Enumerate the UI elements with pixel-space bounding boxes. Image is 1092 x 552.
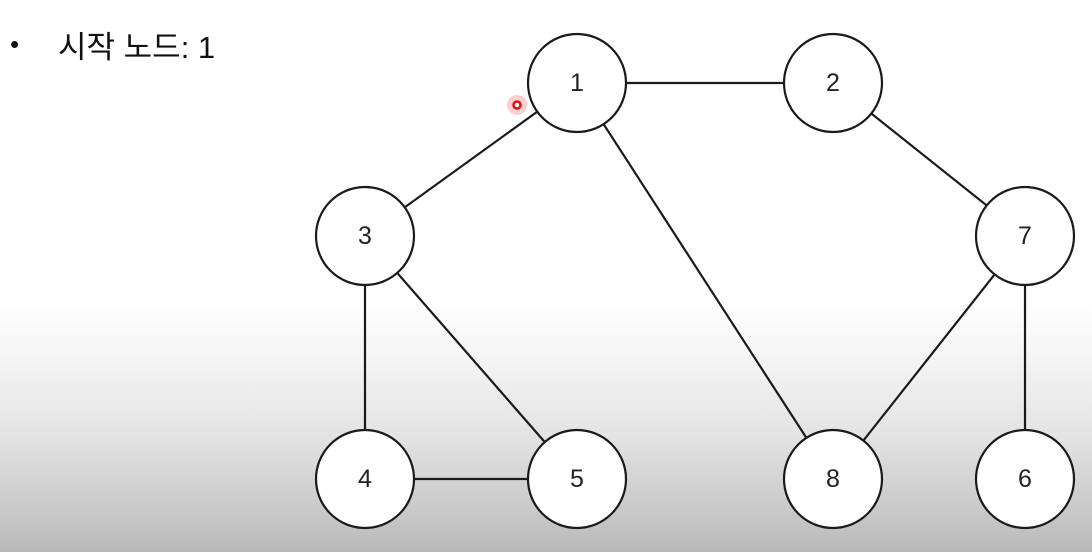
nodes-layer: 1 2 3 7 4 5 8 6	[314, 32, 1076, 530]
node-circle-1	[526, 32, 628, 134]
node-8: 8	[782, 428, 884, 530]
node-label-6: 6	[1018, 465, 1032, 493]
edges-layer	[363, 81, 1027, 481]
node-4: 4	[314, 428, 416, 530]
node-6: 6	[974, 428, 1076, 530]
mouse-pointer-icon	[507, 95, 527, 115]
node-label-5: 5	[570, 465, 584, 493]
bullet-icon: •	[10, 29, 20, 59]
edge-7-8	[831, 234, 1027, 481]
node-3: 3	[314, 185, 416, 287]
edge-3-5	[363, 234, 579, 481]
node-circle-2	[782, 32, 884, 134]
node-label-7: 7	[1018, 222, 1032, 250]
node-label-4: 4	[358, 465, 372, 493]
node-1: 1	[526, 32, 628, 134]
node-circle-3	[314, 185, 416, 287]
node-2: 2	[782, 32, 884, 134]
node-label-8: 8	[826, 465, 840, 493]
node-circle-5	[526, 428, 628, 530]
node-label-1: 1	[570, 69, 584, 97]
start-node-bullet: • 시작 노드: 1	[10, 22, 215, 67]
node-label-3: 3	[358, 222, 372, 250]
edge-1-8	[575, 81, 835, 481]
node-circle-7	[974, 185, 1076, 287]
node-circle-6	[974, 428, 1076, 530]
node-circle-4	[314, 428, 416, 530]
start-node-text: 시작 노드: 1	[58, 30, 216, 65]
node-5: 5	[526, 428, 628, 530]
node-label-2: 2	[826, 69, 840, 97]
node-circle-8	[782, 428, 884, 530]
node-7: 7	[974, 185, 1076, 287]
